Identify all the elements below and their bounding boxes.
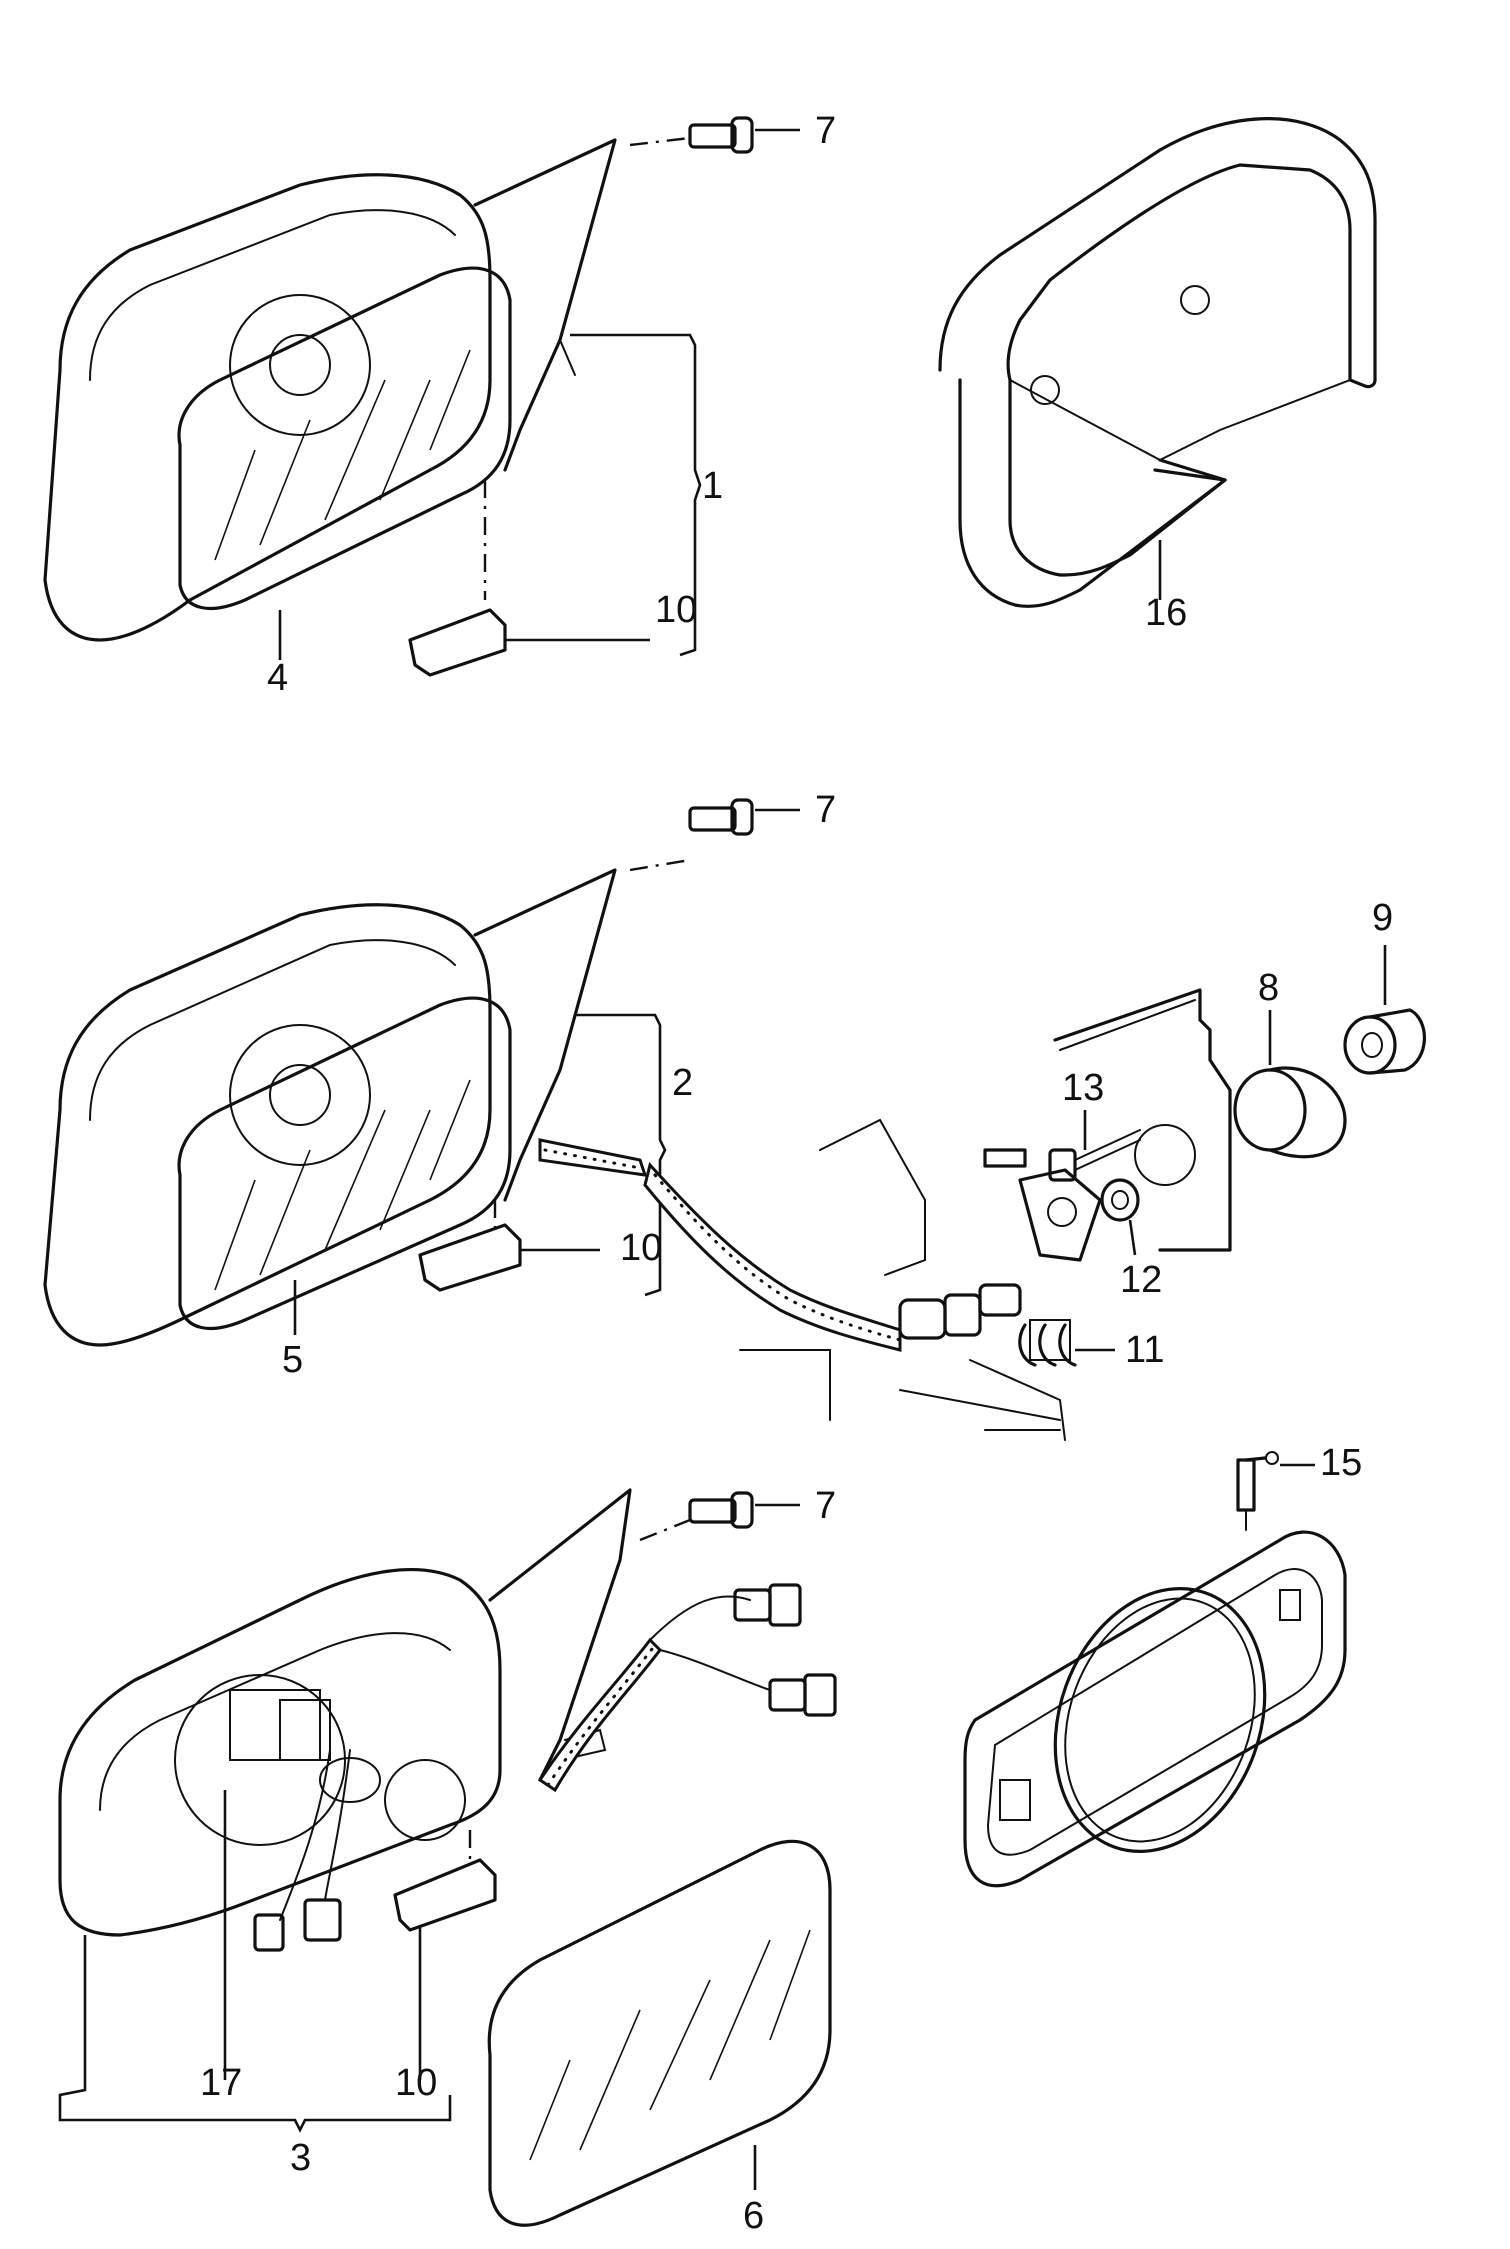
glass-carrier-15 <box>963 1451 1347 1888</box>
bolt-13 <box>1048 1110 1141 1182</box>
callout-5: 5 <box>282 1339 303 1381</box>
callout-12: 12 <box>1120 1259 1162 1301</box>
callout-7-middle: 7 <box>815 789 836 831</box>
mirror-assembly-cable <box>43 798 800 1347</box>
callout-16: 16 <box>1145 592 1187 634</box>
callout-3: 3 <box>290 2137 311 2179</box>
callout-11: 11 <box>1125 1329 1164 1371</box>
callout-10-top: 10 <box>655 589 697 631</box>
mirror-housing-5 <box>43 903 492 1347</box>
callout-8: 8 <box>1258 967 1279 1009</box>
callout-10-middle: 10 <box>620 1227 662 1269</box>
callout-13: 13 <box>1062 1067 1104 1109</box>
screw-7b <box>629 798 800 872</box>
mirror-mount-arm-2 <box>473 868 617 1202</box>
cap-clip-10b <box>418 1223 522 1292</box>
mirror-glass-5 <box>177 996 512 1330</box>
cap-clip-10a <box>408 608 507 677</box>
connector-upper <box>733 1583 802 1627</box>
mirror-mount-arm-3 <box>488 1488 632 1782</box>
plug-9 <box>1343 945 1426 1075</box>
cap-clip-10c <box>393 1858 497 1932</box>
clip-11 <box>1018 1323 1077 1367</box>
callout-4: 4 <box>267 657 288 699</box>
screw-7a <box>629 116 800 154</box>
mirror-mount-arm <box>473 138 617 472</box>
callout-6: 6 <box>743 2195 764 2237</box>
mirror-assembly-electric <box>58 1488 837 2133</box>
mirror-glass-4 <box>177 266 512 610</box>
callout-10-bottom: 10 <box>395 2062 437 2104</box>
callout-15: 15 <box>1320 1442 1362 1484</box>
callout-2: 2 <box>672 1062 693 1104</box>
mirror-glass-6 <box>487 1839 832 2227</box>
mirror-housing-3 <box>58 1567 502 1937</box>
door-mount-detail <box>643 945 1426 1441</box>
mirror-housing-4 <box>43 173 492 642</box>
mirror-assembly-manual <box>43 116 800 677</box>
connector-lower <box>768 1673 837 1717</box>
callout-7-top: 7 <box>815 110 836 152</box>
callout-9: 9 <box>1372 897 1393 939</box>
mirror-cap-16 <box>938 117 1377 608</box>
callout-7-bottom: 7 <box>815 1485 836 1527</box>
callout-17: 17 <box>200 2062 242 2104</box>
callout-1: 1 <box>702 465 723 507</box>
grommet-8 <box>1233 1010 1347 1159</box>
nut-12 <box>1100 1178 1140 1256</box>
screw-7c <box>639 1491 800 1542</box>
